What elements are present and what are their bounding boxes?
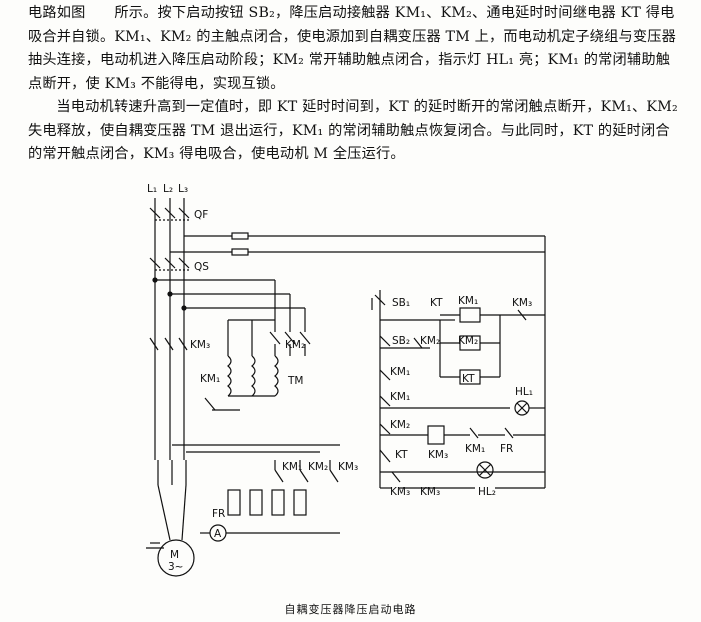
label-km3-nc: KM₃: [512, 297, 532, 309]
figure-caption: 自耦变压器降压启动电路: [284, 603, 417, 616]
label-fr-main: FR: [212, 508, 225, 520]
motor-symbol: [157, 539, 195, 577]
km1-branches: [379, 369, 510, 409]
aux-contacts: [274, 460, 339, 483]
label-l1: L₁: [147, 183, 157, 195]
label-fr-ctrl: FR: [500, 443, 513, 455]
label-km1-coil: KM₁: [458, 295, 478, 307]
label-km1-c2: KM₁: [390, 391, 410, 403]
label-km2-hold: KM₂: [420, 335, 440, 347]
label-km2-aux: KM₂: [308, 461, 328, 473]
label-km2-coil: KM₂: [458, 335, 478, 347]
label-hl2: HL₂: [478, 486, 496, 498]
km3-main-contacts: [149, 337, 188, 351]
circuit-diagram: L₁ L₂ L₃ QF QS KM₃ KM₂ KM₁ TM FR KM₁ KM₂…: [146, 183, 546, 577]
control-supply: [170, 232, 545, 256]
coil-wiring: [439, 309, 545, 378]
label-ammeter: A: [214, 528, 222, 540]
sb1-button: [371, 294, 386, 310]
label-km3-main: KM₃: [190, 339, 210, 351]
label-motor-phase: 3~: [168, 561, 183, 573]
label-km1-c1: KM₁: [390, 366, 410, 378]
label-kt-coil: KT: [462, 373, 475, 385]
label-km3-aux: KM₃: [338, 461, 358, 473]
paragraph-2: 当电动机转速升高到一定值时，即 KT 延时时间到，KT 的延时断开的常闭触点断开…: [28, 99, 678, 162]
label-km3-c2: KM₃: [420, 486, 440, 498]
paragraph-1: 电路如图 所示。按下启动按钮 SB₂，降压启动接触器 KM₁、KM₂、通电延时时…: [28, 5, 677, 92]
label-km1-aux: KM₁: [282, 461, 302, 473]
label-l3: L₃: [178, 183, 188, 195]
label-hl1: HL₁: [515, 386, 533, 398]
label-km1-c3: KM₁: [465, 443, 485, 455]
label-tm: TM: [287, 375, 303, 387]
km1-star-contacts: [204, 397, 240, 411]
control-rails: [379, 236, 546, 473]
qs-switch: [149, 257, 190, 271]
label-km3-bottom: KM₃: [390, 486, 410, 498]
fr-thermal-elements: [227, 489, 307, 516]
km1-coil: [459, 307, 481, 323]
sb2-branch: [379, 335, 430, 349]
phase-lines: [154, 198, 185, 460]
tm-windings: [227, 319, 279, 397]
label-km3-coil: KM₃: [428, 449, 448, 461]
label-kt-bottom: KT: [395, 449, 408, 461]
label-sb1: SB₁: [392, 297, 410, 309]
label-motor: M: [170, 549, 179, 561]
label-qs: QS: [194, 261, 209, 273]
label-km1-main: KM₁: [200, 373, 220, 385]
label-sb2: SB₂: [392, 335, 410, 347]
label-qf: QF: [194, 209, 208, 221]
km3-coil: [427, 425, 445, 445]
km3-row: [379, 423, 545, 445]
km2-main-contacts: [269, 280, 311, 356]
label-km2-main: KM₂: [285, 339, 305, 351]
qf-breaker: [149, 207, 190, 221]
tm-bus: [152, 277, 305, 311]
hl2-lamp: [476, 461, 494, 479]
label-l2: L₂: [163, 183, 173, 195]
label-km2-c: KM₂: [390, 419, 410, 431]
bottom-row: [379, 449, 546, 489]
motor-feeders: [157, 444, 340, 485]
label-kt-top: KT: [430, 297, 443, 309]
